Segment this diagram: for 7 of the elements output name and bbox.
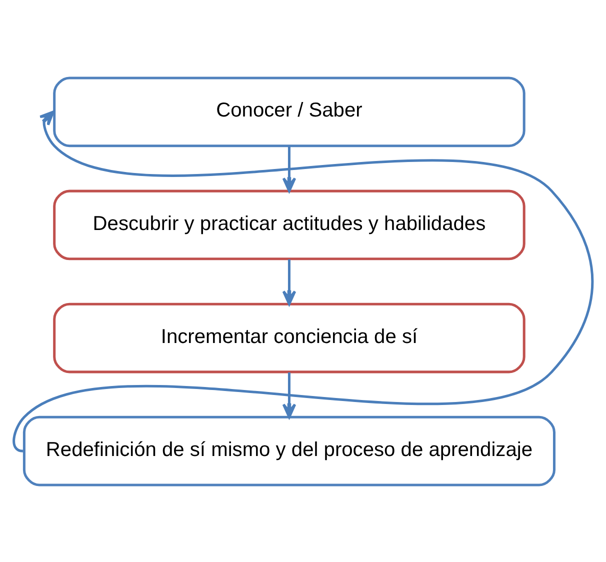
node-box: Redefinición de sí mismo y del proceso de aprendizaje: [22, 415, 556, 486]
node-box: Incrementar conciencia de sí: [53, 302, 526, 373]
arrow: [282, 146, 296, 192]
node-box: Conocer / Saber: [53, 76, 526, 147]
arrow: [282, 258, 296, 305]
arrow: [282, 372, 296, 418]
node-box: Descubrir y practicar actitudes y habilidades: [53, 189, 526, 260]
